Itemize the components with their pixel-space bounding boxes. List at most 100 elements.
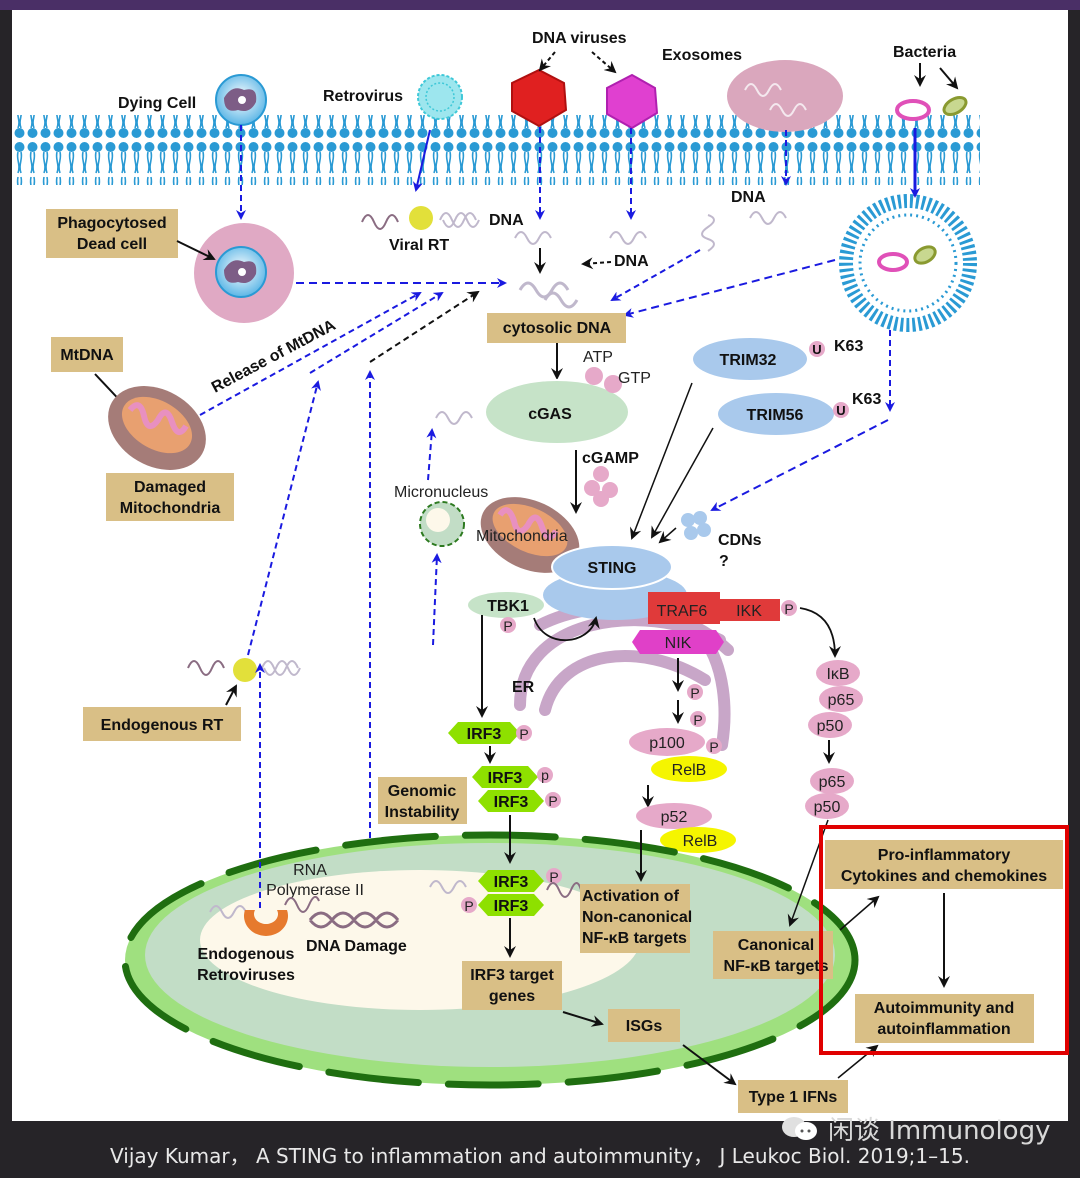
mtdna-label: MtDNA [60, 347, 114, 364]
trim32-label: TRIM32 [720, 352, 777, 369]
phagocytosed-label-line1: Phagocytosed [57, 215, 166, 232]
ikk-phospho-label: P [784, 601, 793, 617]
dying-cell-label: Dying Cell [118, 95, 196, 112]
type1-ifns-box [738, 1080, 848, 1113]
cgamp-molecule-icon [584, 466, 618, 507]
phospho-icon-b [690, 711, 706, 727]
irf3-protein-e [478, 894, 544, 916]
autoimmunity-line1: Autoimmunity and [874, 1000, 1014, 1017]
k63-label-1: K63 [834, 338, 863, 355]
irf3-target-dna-icon [429, 880, 467, 894]
retrovirus-icon [417, 74, 463, 120]
irf3-label-b: IRF3 [488, 770, 523, 787]
irf3-phospho-icon-e [461, 897, 477, 913]
phospho-label-c: P [709, 739, 718, 755]
cytosolic-dna-box [487, 313, 626, 343]
bacteria-vacuole-icon [839, 194, 977, 332]
dna-damage-label: DNA Damage [306, 938, 407, 955]
rna-polymerase-label-line1: RNA [293, 862, 327, 879]
p50-protein-b [805, 793, 849, 819]
sting-label: STING [588, 560, 637, 577]
relb-label-a: RelB [672, 762, 707, 779]
atp-molecule-icon [585, 367, 603, 385]
rna-polymerase-label-line2: Polymerase II [266, 882, 364, 899]
p65-label-a: p65 [828, 692, 855, 709]
ikk-phospho-icon [781, 600, 797, 616]
irf3-label-a: IRF3 [467, 726, 502, 743]
dna-virus-red-icon [511, 68, 568, 128]
trim56-label: TRIM56 [747, 407, 804, 424]
endogenous-retroviruses-line2: Retroviruses [197, 967, 295, 984]
tbk1-phospho-label: P [503, 618, 512, 634]
top-accent-bar [0, 0, 1080, 10]
genomic-instability-box [378, 777, 467, 824]
trim32-protein [693, 338, 807, 380]
dna-label-c: DNA [731, 189, 766, 206]
highlight-frame [819, 825, 1069, 1055]
irf3-protein-c [478, 790, 544, 812]
irf3-target-genes-box [462, 961, 562, 1010]
noncanonical-targets-box [580, 884, 690, 953]
ubiquitin-icon-1 [809, 341, 825, 357]
irf3-label-d: IRF3 [494, 874, 529, 891]
er-label: ER [512, 679, 535, 696]
damaged-mitochondria-line1: Damaged [134, 479, 206, 496]
ikb-label: IκB [826, 666, 849, 683]
dna-damage-icon [308, 911, 400, 929]
retrovirus-label: Retrovirus [323, 88, 403, 105]
phagocytosed-label-line2: Dead cell [77, 236, 147, 253]
phagocytosed-dead-cell-box [46, 209, 178, 258]
bacterium-green-icon [942, 95, 968, 117]
cdns-molecule-icon [681, 511, 711, 540]
phospho-label-a: P [690, 685, 699, 701]
cdns-question-label: ? [719, 553, 729, 570]
irf3-phospho-label-c: P [548, 793, 557, 809]
nik-label: NIK [665, 635, 692, 652]
irf3-phospho-icon-c [545, 792, 561, 808]
damaged-mitochondria-line2: Mitochondria [120, 500, 221, 517]
tbk1-label: TBK1 [487, 598, 529, 615]
cgas-label: cGAS [528, 406, 572, 423]
phospho-icon-a [687, 684, 703, 700]
cgamp-label: cGAMP [582, 450, 639, 467]
relb-label-b: RelB [683, 833, 718, 850]
cdns-label: CDNs [718, 532, 762, 549]
irf3-phospho-icon-b [537, 767, 553, 783]
damaged-mitochondria-box [106, 473, 234, 521]
relb-protein-b [660, 827, 736, 853]
bacterium-pink-icon [895, 99, 931, 121]
noncanonical-line2: Non-canonical [582, 909, 692, 926]
viral-rt-enzyme-icon [409, 206, 433, 230]
mitochondrion-icon [480, 497, 580, 573]
figure-caption: Vijay Kumar， A STING to inflammation and… [110, 1144, 970, 1168]
irf3-protein-a [448, 722, 520, 744]
p50-protein-a [808, 712, 852, 738]
irf3-target-line1: IRF3 target [470, 967, 554, 984]
relb-protein-a [651, 756, 727, 782]
plasma-membrane [12, 115, 980, 185]
mitochondria-label: Mitochondria [476, 528, 568, 545]
p65-protein-b [810, 768, 854, 794]
irf3-phospho-label-b: p [541, 767, 549, 783]
dying-cell-icon [215, 74, 267, 126]
traf6-label: TRAF6 [657, 603, 708, 620]
cytosolic-dna-icon [518, 281, 579, 309]
exosome-icon [727, 60, 843, 132]
p50-label-b: p50 [814, 799, 841, 816]
isgs-label: ISGs [626, 1018, 663, 1035]
phospho-icon-c [706, 738, 722, 754]
p65-label-b: p65 [819, 774, 846, 791]
canonical-line2: NF-κB targets [724, 958, 829, 975]
canonical-line1: Canonical [738, 937, 814, 954]
endogenous-dna-icon [261, 660, 301, 676]
irf3-phospho-label-d: P [549, 869, 558, 885]
tbk1-kinase [468, 592, 544, 618]
canonical-targets-box [713, 931, 833, 979]
type1-ifns-label: Type 1 IFNs [749, 1089, 838, 1106]
proinflammatory-box [825, 840, 1063, 889]
damaged-mitochondrion-icon [108, 386, 206, 470]
irf3-protein-d [478, 870, 544, 892]
p100-label: p100 [649, 735, 685, 752]
cgas-enzyme [484, 379, 630, 445]
endogenous-retrovirus-dna-icon [209, 905, 247, 919]
